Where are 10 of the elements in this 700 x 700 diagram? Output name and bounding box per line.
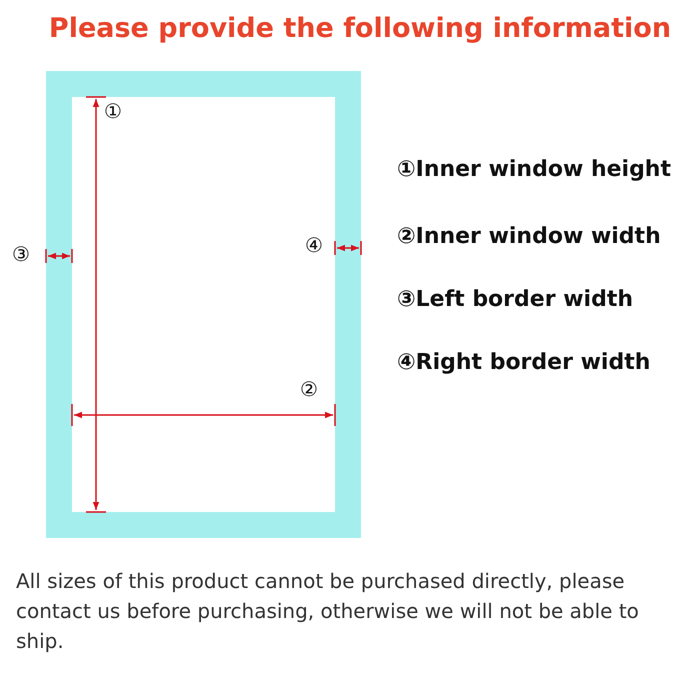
title: Please provide the following information bbox=[48, 14, 672, 44]
callout-number: ③ bbox=[12, 243, 30, 265]
caption: All sizes of this product cannot be purchased directly, please contact us before purchasing, otherwise we will not be able to ship. bbox=[16, 568, 640, 655]
dimension-description: ②Inner window width bbox=[397, 225, 661, 250]
dimension-description: ③Left border width bbox=[397, 288, 633, 312]
callout-number: ② bbox=[300, 378, 318, 400]
dimension-description: ①Inner window height bbox=[397, 158, 671, 182]
callout-number: ④ bbox=[305, 234, 323, 256]
callout-number: ① bbox=[104, 100, 122, 122]
dimension-description: ④Right border width bbox=[397, 351, 650, 376]
